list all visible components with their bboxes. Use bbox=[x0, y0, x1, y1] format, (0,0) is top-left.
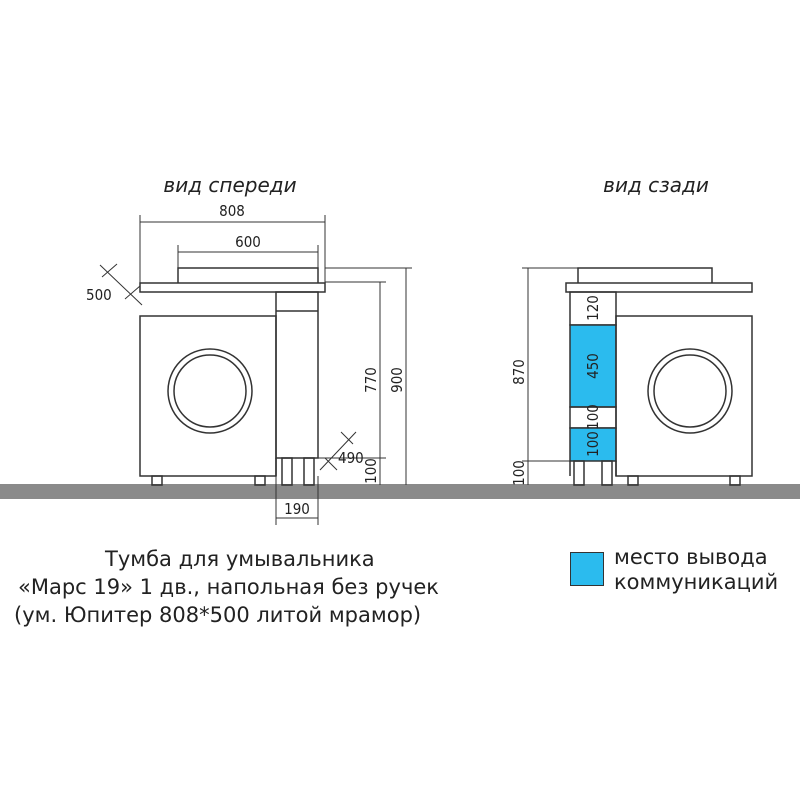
front-dimension-lines bbox=[99, 215, 412, 525]
legend-line-1: место вывода bbox=[614, 545, 768, 569]
back-leg bbox=[601, 460, 613, 486]
dim-height-total: 900 bbox=[388, 367, 406, 393]
dim-width-basin: 600 bbox=[235, 233, 261, 251]
dim-width-total: 808 bbox=[219, 202, 245, 220]
dim-leg-height-back: 100 bbox=[510, 460, 528, 486]
front-machine-door-outer bbox=[167, 348, 253, 434]
front-basin bbox=[177, 267, 319, 283]
back-leg bbox=[573, 460, 585, 486]
front-view bbox=[139, 267, 326, 486]
back-view bbox=[565, 267, 753, 486]
caption-line-1: Тумба для умывальника bbox=[105, 547, 375, 571]
back-dimension-lines bbox=[522, 267, 578, 485]
dim-seg-mid: 100 bbox=[584, 404, 602, 430]
legend-line-2: коммуникаций bbox=[614, 570, 779, 594]
front-leg bbox=[303, 457, 315, 486]
back-view-title: вид сзади bbox=[603, 173, 709, 197]
back-channel-lower bbox=[569, 427, 617, 462]
front-leg bbox=[281, 457, 293, 486]
dim-depth-body: 490 bbox=[338, 449, 364, 467]
front-view-title: вид спереди bbox=[163, 173, 296, 197]
caption-line-3: (ум. Юпитер 808*500 литой мрамор) bbox=[14, 603, 422, 627]
back-machine-door-inner bbox=[653, 354, 727, 428]
back-leg bbox=[729, 475, 741, 486]
back-leg bbox=[627, 475, 639, 486]
legend-swatch bbox=[570, 552, 604, 586]
dim-section-width: 190 bbox=[284, 500, 310, 518]
front-leg bbox=[151, 475, 163, 486]
back-machine-door-outer bbox=[647, 348, 733, 434]
front-machine-door-inner bbox=[173, 354, 247, 428]
caption-line-2: «Марс 19» 1 дв., напольная без ручек bbox=[18, 575, 439, 599]
dim-back-height: 870 bbox=[510, 359, 528, 385]
front-machine-niche bbox=[139, 315, 277, 477]
dim-seg-communications: 450 bbox=[584, 353, 602, 379]
dim-depth: 500 bbox=[86, 286, 112, 304]
dim-leg-height-front: 100 bbox=[362, 458, 380, 484]
floor-line bbox=[0, 484, 800, 499]
dim-seg-lower: 100 bbox=[584, 431, 602, 457]
front-leg bbox=[254, 475, 266, 486]
front-countertop bbox=[139, 282, 326, 293]
dim-seg-top: 120 bbox=[584, 295, 602, 321]
back-basin bbox=[577, 267, 713, 283]
back-machine-niche bbox=[615, 315, 753, 477]
back-countertop bbox=[565, 282, 753, 293]
dim-height-body: 770 bbox=[362, 367, 380, 393]
front-cabinet-section bbox=[275, 291, 319, 459]
